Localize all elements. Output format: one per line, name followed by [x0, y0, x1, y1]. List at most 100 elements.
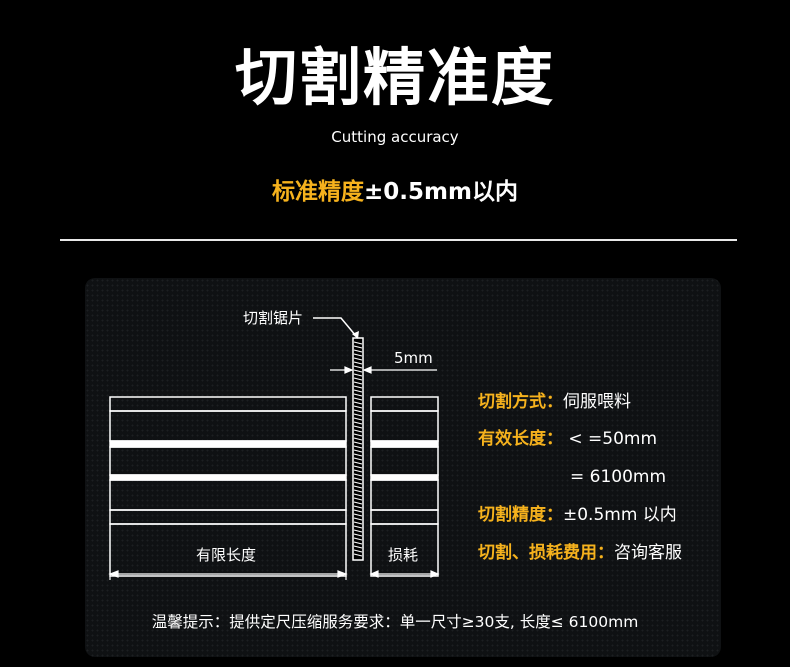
- headline-accent: 标准精度: [272, 179, 365, 205]
- kerf-dimension: [330, 366, 437, 374]
- spec-value: 伺服喂料: [563, 392, 631, 412]
- spec-key: 切割方式：: [478, 392, 563, 412]
- profile-bar: [109, 410, 347, 442]
- blade-label: 切割锯片: [243, 309, 304, 327]
- accuracy-headline: 标准精度±0.5mm以内: [0, 175, 790, 209]
- blade-leader-line: [313, 317, 357, 337]
- spec-cutting-method: 切割方式：伺服喂料: [478, 390, 631, 414]
- profile-bar: [109, 523, 347, 577]
- saw-tooth: [353, 509, 363, 513]
- saw-tooth: [353, 397, 363, 401]
- saw-tooth: [353, 425, 363, 429]
- spec-key: 切割、损耗费用：: [478, 543, 614, 563]
- saw-tooth: [353, 361, 363, 365]
- saw-tooth: [353, 521, 363, 525]
- saw-tooth: [353, 373, 363, 377]
- saw-tooth: [353, 429, 363, 433]
- profile-bar: [370, 440, 439, 448]
- saw-tooth: [353, 385, 363, 389]
- saw-tooth: [353, 545, 363, 549]
- saw-tooth: [353, 365, 363, 369]
- page-title: 切割精准度: [234, 41, 555, 114]
- saw-tooth: [353, 377, 363, 381]
- saw-tooth: [353, 401, 363, 405]
- saw-tooth: [353, 409, 363, 413]
- saw-tooth: [353, 349, 363, 353]
- saw-tooth: [353, 421, 363, 425]
- saw-tooth: [353, 477, 363, 481]
- saw-tooth: [353, 393, 363, 397]
- spec-key: 切割精度：: [478, 505, 563, 525]
- profile-stack-right: [370, 396, 439, 577]
- saw-tooth: [353, 481, 363, 485]
- saw-tooth: [353, 381, 363, 385]
- saw-tooth: [353, 453, 363, 457]
- spec-cutting-fee: 切割、损耗费用：咨询客服: [478, 541, 682, 565]
- divider-line: [60, 239, 737, 241]
- saw-tooth: [353, 533, 363, 537]
- profile-stack-left: [109, 396, 347, 577]
- profile-bar: [370, 479, 439, 511]
- saw-tooth: [353, 465, 363, 469]
- saw-tooth: [353, 553, 363, 557]
- saw-tooth: [353, 345, 363, 349]
- saw-tooth: [353, 541, 363, 545]
- saw-tooth: [353, 353, 363, 357]
- profile-bar: [109, 440, 347, 448]
- saw-tooth: [353, 445, 363, 449]
- saw-blade-icon: [352, 337, 364, 561]
- headline-value: ±0.5mm以内: [364, 179, 518, 205]
- saw-tooth: [353, 549, 363, 553]
- saw-tooth: [353, 449, 363, 453]
- saw-tooth: [353, 517, 363, 521]
- loss-dimension: [369, 570, 440, 578]
- spec-effective-length: 有效长度： < =50mm: [478, 427, 657, 451]
- saw-tooth: [353, 437, 363, 441]
- spec-key: 有效长度：: [478, 429, 563, 449]
- saw-tooth: [353, 505, 363, 509]
- saw-tooth: [353, 493, 363, 497]
- saw-tooth: [353, 485, 363, 489]
- kerf-label: 5mm: [394, 349, 433, 367]
- saw-tooth: [353, 457, 363, 461]
- profile-bar: [109, 479, 347, 511]
- saw-tooth: [353, 433, 363, 437]
- diagram-panel: [85, 278, 721, 657]
- saw-tooth: [353, 357, 363, 361]
- spec-value: ±0.5mm 以内: [563, 505, 677, 525]
- profile-bar: [370, 509, 439, 525]
- saw-tooth: [353, 417, 363, 421]
- loss-label: 损耗: [388, 546, 419, 564]
- saw-tooth: [353, 525, 363, 529]
- profile-bar: [370, 446, 439, 476]
- page-subtitle: Cutting accuracy: [331, 128, 459, 146]
- saw-tooth: [353, 497, 363, 501]
- length-dimension: [108, 570, 348, 580]
- profile-bar: [370, 396, 439, 412]
- saw-tooth: [353, 405, 363, 409]
- profile-bar: [370, 523, 439, 577]
- spec-value: < =50mm: [563, 429, 658, 449]
- blade-leader-arrow: [352, 331, 359, 339]
- saw-tooth: [353, 529, 363, 533]
- spec-value: = 6100mm: [570, 467, 667, 487]
- profile-bar: [109, 509, 347, 525]
- spec-value: 咨询客服: [614, 543, 682, 563]
- saw-tooth: [353, 489, 363, 493]
- saw-tooth: [353, 537, 363, 541]
- saw-tooth: [353, 389, 363, 393]
- profile-bar: [109, 446, 347, 476]
- saw-tooth: [353, 441, 363, 445]
- saw-tooth: [353, 501, 363, 505]
- saw-tooth: [353, 341, 363, 345]
- spec-effective-length-max: = 6100mm: [570, 465, 666, 489]
- saw-tooth: [353, 413, 363, 417]
- profile-bar: [370, 410, 439, 442]
- service-note: 温馨提示：提供定尺压缩服务要求：单一尺寸≥30支, 长度≤ 6100mm: [151, 613, 639, 631]
- profile-bar: [109, 396, 347, 412]
- length-label: 有限长度: [196, 546, 257, 564]
- saw-tooth: [353, 461, 363, 465]
- saw-tooth: [353, 469, 363, 473]
- saw-tooth: [353, 473, 363, 477]
